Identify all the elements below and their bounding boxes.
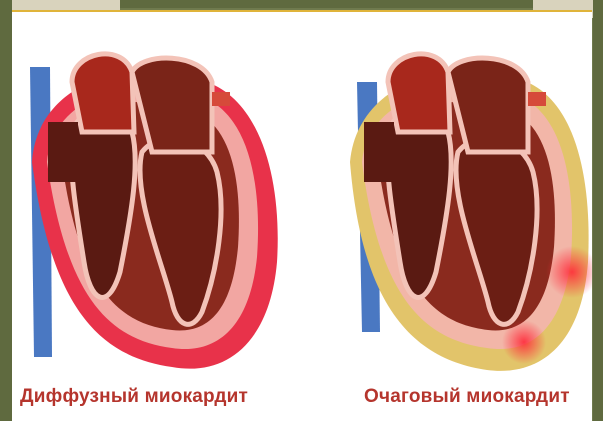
caption-diffuse: Диффузный миокардит — [20, 386, 248, 408]
aorta-left — [72, 54, 134, 132]
right-atrium-left — [48, 122, 78, 182]
focal-spot-2 — [502, 320, 546, 364]
frame-left — [0, 0, 12, 421]
heart-diffuse-illustration — [30, 54, 278, 369]
vessel-stub-left — [212, 92, 230, 106]
heart-focal-illustration — [350, 54, 592, 371]
right-atrium-right — [364, 122, 394, 182]
photo-canvas — [12, 12, 592, 421]
caption-focal: Очаговый миокардит — [364, 386, 570, 408]
heart-comparison-photo: Диффузный миокардит Очаговый миокардит — [12, 10, 592, 421]
frame-right — [593, 0, 603, 421]
vessel-stub-right — [528, 92, 546, 106]
aorta-right — [388, 54, 450, 132]
